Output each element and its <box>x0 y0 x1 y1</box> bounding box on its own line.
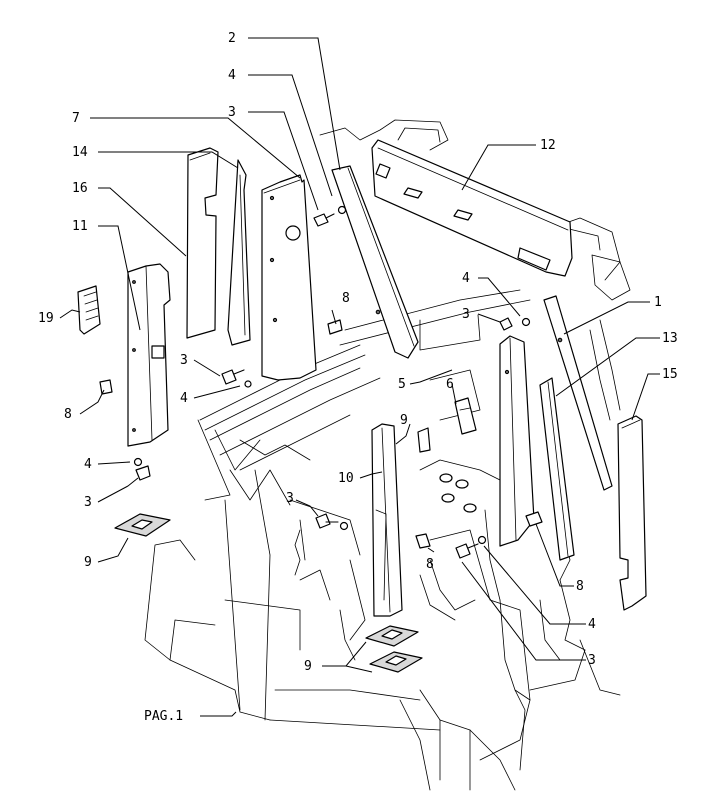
callout-9: 9 <box>84 555 92 570</box>
hardware-screw-left <box>221 369 252 388</box>
callout-4: 4 <box>228 68 236 83</box>
callout-4: 4 <box>588 617 596 632</box>
hardware-washer-4 <box>133 457 143 467</box>
page-reference: PAG.1 <box>144 709 183 724</box>
hardware-nuts <box>417 427 477 513</box>
part-19-grille <box>77 285 101 335</box>
part-1-strip <box>543 295 613 491</box>
hardware-screw-right <box>499 317 531 331</box>
callout-7: 7 <box>72 111 80 126</box>
part-7-pillar <box>261 174 317 381</box>
part-6-clip <box>454 397 477 435</box>
callout-15: 15 <box>662 367 678 382</box>
callout-12: 12 <box>540 138 556 153</box>
callout-19: 19 <box>38 311 54 326</box>
callout-3: 3 <box>84 495 92 510</box>
callout-8: 8 <box>576 579 584 594</box>
part-12-beam <box>371 139 573 277</box>
callout-8: 8 <box>64 407 72 422</box>
part-10-bracket <box>371 423 403 617</box>
hardware-screw-center <box>315 513 349 531</box>
hardware-cap-8a <box>327 319 343 335</box>
callout-9: 9 <box>304 659 312 674</box>
leader-lines <box>59 37 660 717</box>
hardware-screw-lower <box>455 535 487 559</box>
part-13-strip <box>539 377 575 561</box>
callout-5: 5 <box>398 377 406 392</box>
part-9-pad-center-top <box>365 625 419 647</box>
callout-3: 3 <box>228 105 236 120</box>
callout-1: 1 <box>654 295 662 310</box>
callout-3: 3 <box>462 307 470 322</box>
part-5-column <box>499 335 535 547</box>
part-11-cover <box>127 263 171 447</box>
part-15-trim <box>617 415 647 611</box>
callout-4: 4 <box>462 271 470 286</box>
part-16-trim <box>186 147 219 339</box>
part-9-pad-left <box>114 513 171 537</box>
part-14-trim <box>227 159 251 346</box>
callout-8: 8 <box>342 291 350 306</box>
callout-9: 9 <box>400 413 408 428</box>
callout-labels: 2 4 3 7 14 16 11 19 8 4 3 9 3 4 8 12 4 3… <box>38 31 678 724</box>
callout-13: 13 <box>662 331 678 346</box>
callout-10: 10 <box>338 471 354 486</box>
callout-11: 11 <box>72 219 88 234</box>
part-2-post <box>331 165 419 359</box>
callout-14: 14 <box>72 145 88 160</box>
hardware-cap-8d <box>525 511 543 527</box>
callout-3: 3 <box>286 491 294 506</box>
callout-6: 6 <box>446 377 454 392</box>
callout-3: 3 <box>588 653 596 668</box>
callout-4: 4 <box>180 391 188 406</box>
callout-4: 4 <box>84 457 92 472</box>
hardware-cap-8c <box>415 533 431 549</box>
hardware-screw-top <box>313 205 347 227</box>
hardware-screw-3 <box>135 465 151 481</box>
part-9-pad-center-bottom <box>369 651 423 673</box>
callout-16: 16 <box>72 181 88 196</box>
hardware-cap-8b <box>99 379 113 395</box>
callout-3: 3 <box>180 353 188 368</box>
callout-8: 8 <box>426 557 434 572</box>
callout-2: 2 <box>228 31 236 46</box>
